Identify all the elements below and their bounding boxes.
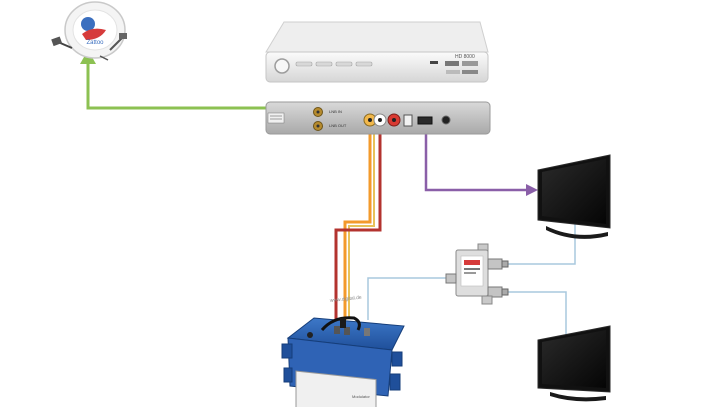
lnb-ports: LNB IN LNB OUT: [313, 107, 347, 131]
receiver-model-label: HD 8000: [455, 54, 475, 60]
modulator-brand-label: Modulator: [352, 394, 370, 399]
splitter: [445, 243, 509, 305]
modulator-label-panel: [295, 370, 377, 412]
hdmi-port: [417, 116, 433, 125]
modulator: www.digital.de Modulator: [281, 295, 405, 412]
modulator-watermark: www.digital.de: [330, 295, 363, 304]
av-cable-orange: [343, 125, 375, 320]
tv-top: [537, 154, 611, 239]
receiver-front: HD 8000: [265, 21, 489, 83]
lnb-in-label: LNB IN: [329, 109, 342, 114]
power-button: [274, 58, 290, 74]
satellite-dish: Zattoo: [51, 1, 127, 61]
hdmi-cable: [424, 133, 538, 196]
av-cable-red: [334, 125, 382, 322]
front-panel-buttons: [295, 61, 373, 67]
power-jack: [441, 115, 451, 125]
dish-brand-label: Zattoo: [86, 40, 104, 46]
av-ports: [363, 113, 401, 127]
modulator-ports: [307, 326, 370, 338]
receiver-rear: LNB IN LNB OUT: [265, 101, 491, 135]
usb-port: [403, 114, 413, 127]
tv-bottom: [537, 325, 611, 402]
lnb-out-label: LNB OUT: [329, 123, 347, 128]
